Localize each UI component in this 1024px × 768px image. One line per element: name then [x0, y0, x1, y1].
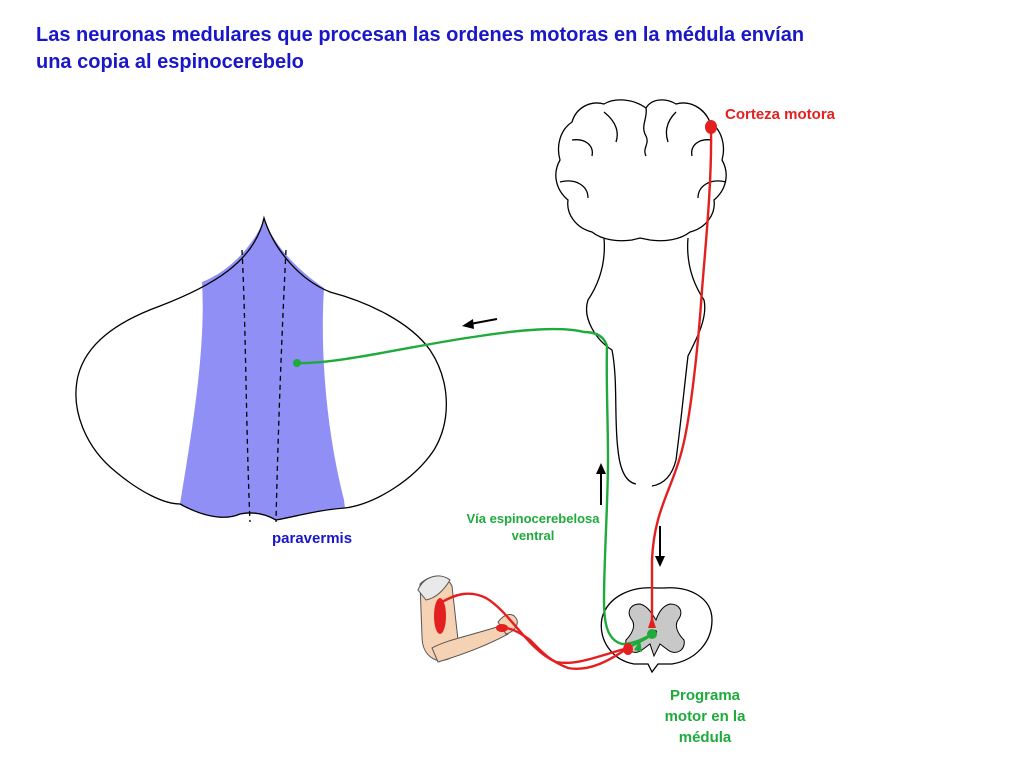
vermis-boundary-left: [241, 249, 251, 523]
label-via-line-2: ventral: [511, 528, 555, 543]
midline-fissure: [643, 107, 648, 157]
spinal-motor-neuron: [623, 643, 633, 655]
spinocerebellar-interneuron: [634, 640, 642, 652]
gyrus-fold-right-2: [691, 139, 713, 157]
title-line-2: una copia al espinocerebelo: [36, 51, 304, 73]
neuron-bodies: [293, 120, 717, 655]
arrow-down-icon: [655, 526, 665, 567]
biceps-muscle: [434, 598, 446, 634]
label-programa-motor: Programa motor en la médula: [650, 685, 760, 748]
gyrus-fold-left-3: [603, 111, 618, 143]
forearm: [431, 625, 509, 663]
label-programa-line-2: motor en la: [664, 708, 746, 725]
label-paravermis: paravermis: [272, 530, 353, 547]
vermis-boundary-right: [275, 249, 287, 523]
paravermis-region: [180, 220, 345, 520]
direction-arrows: [462, 318, 665, 567]
arrow-up-icon: [596, 463, 606, 505]
spinal-motor-neuron-upper: [648, 616, 656, 628]
motor-pathway: [441, 127, 713, 670]
motor-cortex-neuron: [705, 120, 717, 134]
label-programa-line-3: médula: [678, 729, 732, 746]
corticospinal-tract: [650, 127, 713, 620]
brain-outline: [555, 99, 727, 242]
arm-illustration: [417, 575, 518, 663]
motor-nerve-to-biceps: [441, 592, 629, 665]
shoulder: [417, 575, 451, 601]
gyrus-fold-left-1: [559, 180, 589, 199]
brainstem-outline-left: [586, 237, 637, 485]
ventral-spinocerebellar-tract: [297, 327, 653, 646]
spinocerebellar-neuron: [647, 629, 657, 639]
gyrus-fold-left-2: [571, 139, 593, 157]
label-via-line-1: Vía espinocerebelosa: [466, 511, 600, 526]
cerebellum-outline: [75, 215, 447, 521]
paravermis-terminal: [293, 359, 301, 367]
spinal-cord-section: [600, 587, 713, 674]
gyrus-fold-right-3: [665, 111, 677, 143]
motor-nerve-to-forearm: [503, 626, 629, 670]
page-title: Las neuronas medulares que procesan las …: [36, 22, 996, 76]
gyrus-fold-right-1: [697, 180, 727, 199]
spinocerebellar-pathway: [297, 327, 653, 650]
cerebellum: [75, 215, 447, 523]
title-line-1: Las neuronas medulares que procesan las …: [36, 24, 805, 46]
label-programa-line-1: Programa: [669, 687, 741, 704]
label-corteza-motora: Corteza motora: [725, 106, 836, 123]
label-via-espinocerebelosa: Vía espinocerebelosa ventral: [448, 510, 618, 544]
brainstem-outline-right: [651, 237, 706, 487]
forearm-muscle: [496, 624, 508, 632]
arrow-left-icon: [462, 318, 498, 329]
